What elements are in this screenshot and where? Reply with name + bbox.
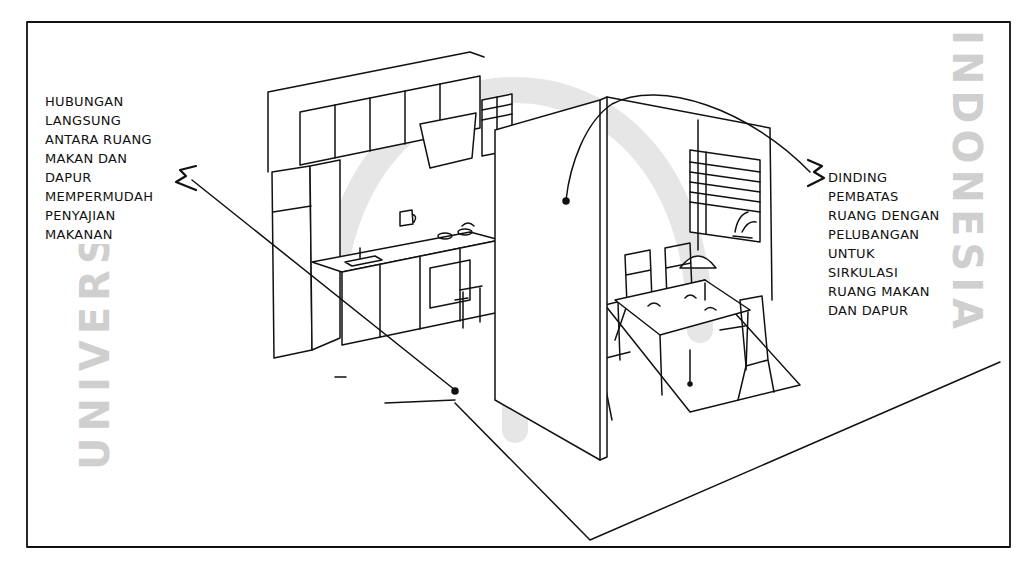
partition-wall <box>495 97 607 460</box>
tall-unit-divider <box>273 206 311 212</box>
tall-unit-side <box>310 160 340 350</box>
chair-leg <box>689 350 691 383</box>
window-blinds <box>690 152 760 234</box>
sink <box>345 248 382 266</box>
leader-dot <box>452 388 458 394</box>
kitchen <box>268 52 1000 540</box>
floor-edge <box>335 362 1000 540</box>
kettle <box>400 210 416 226</box>
leader-symbol <box>808 160 824 186</box>
table-top <box>615 280 750 335</box>
oven <box>430 260 470 308</box>
base-doors <box>380 249 460 337</box>
lamp-shade <box>680 256 716 268</box>
wall-edge <box>268 52 484 172</box>
pot <box>462 223 474 226</box>
leg-dot <box>688 382 692 386</box>
callout-note: DINDING PEMBATAS RUANG DENGAN PELUBANGAN… <box>828 168 940 320</box>
dining-window <box>690 150 760 242</box>
tall-unit-front <box>272 166 312 358</box>
watermark: INDONESIA <box>944 30 990 335</box>
callout-note: HUBUNGAN LANGSUNG ANTARA RUANG MAKAN DAN… <box>45 92 173 244</box>
leader-dot <box>563 198 569 204</box>
burner <box>438 233 452 239</box>
frame <box>27 22 1010 547</box>
leader-line <box>192 180 455 390</box>
back-wall-edge <box>607 97 772 300</box>
stool <box>455 286 482 328</box>
leader-line <box>566 95 810 200</box>
plant <box>733 212 756 238</box>
lamp-cord <box>697 120 699 250</box>
cabinet-doors <box>335 84 440 158</box>
chair <box>720 296 774 400</box>
leader-symbol <box>176 166 196 190</box>
leader-lines <box>176 95 824 394</box>
table-legs <box>618 283 748 395</box>
rug <box>605 280 800 412</box>
base-cabinets <box>342 240 500 345</box>
partition-edge <box>599 100 601 460</box>
dining-room <box>495 97 800 460</box>
hood <box>420 113 476 168</box>
table-items <box>648 295 716 310</box>
burner <box>458 229 472 235</box>
